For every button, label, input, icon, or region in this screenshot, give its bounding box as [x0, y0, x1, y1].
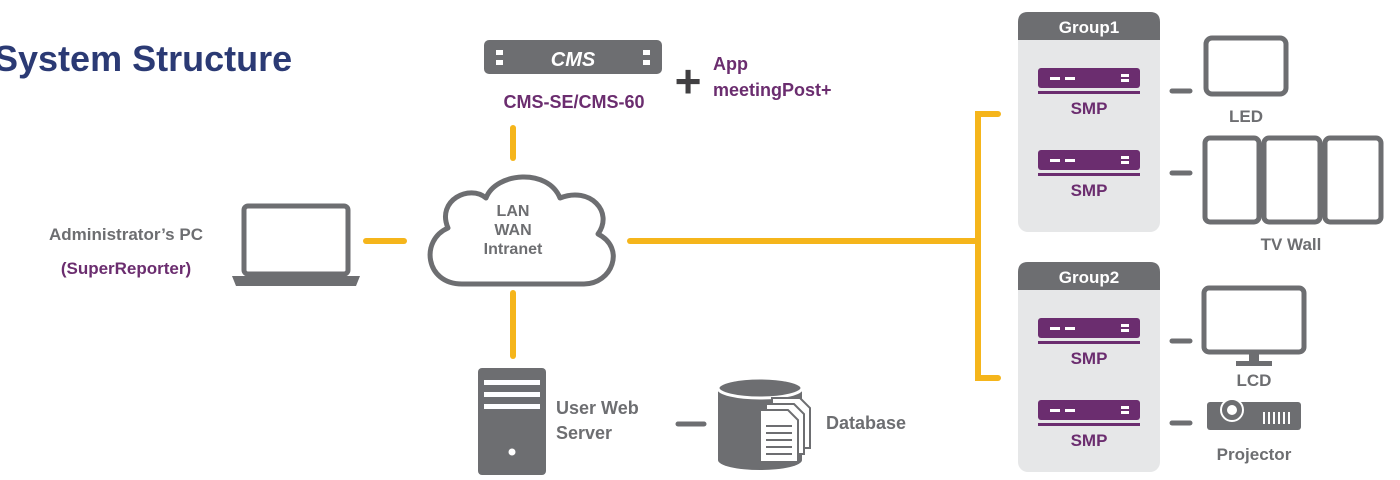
network-lan-label: LAN	[497, 203, 530, 220]
tv-wall-icon	[1202, 135, 1384, 225]
cloud-icon	[427, 174, 616, 287]
smp-label: SMP	[1071, 431, 1108, 450]
web-server-label-line1: User Web	[556, 398, 639, 418]
laptop-icon	[232, 203, 360, 286]
led-display-icon	[1203, 35, 1289, 97]
group-1: Group1 SMP SMP	[1018, 12, 1160, 232]
database-label: Database	[826, 413, 906, 433]
lcd-label: LCD	[1237, 371, 1272, 390]
smp-label: SMP	[1071, 349, 1108, 368]
network-cloud: LAN WAN Intranet	[427, 174, 616, 287]
admin-pc-label: Administrator’s PC	[49, 225, 203, 244]
smp-player-icon	[1038, 400, 1140, 426]
projector-icon	[1207, 398, 1301, 430]
server-icon	[478, 368, 546, 475]
projector-label: Projector	[1217, 445, 1292, 464]
admin-pc-software-label: (SuperReporter)	[61, 259, 191, 278]
group-1-name: Group1	[1059, 18, 1119, 37]
smp-player-icon	[1038, 318, 1140, 344]
group-2: Group2 SMP SMP	[1018, 262, 1160, 472]
admin-pc: Administrator’s PC (SuperReporter)	[49, 203, 360, 286]
document-stack-icon	[759, 397, 811, 463]
cms-device-label: CMS	[551, 49, 596, 71]
network-wan-label: WAN	[494, 222, 531, 239]
group-1-header	[1018, 12, 1160, 40]
display-links	[1169, 88, 1193, 426]
smp-player-icon	[1038, 150, 1140, 176]
smp-label: SMP	[1071, 99, 1108, 118]
app-name-label: meetingPost+	[713, 80, 832, 100]
plus-sign: +	[675, 55, 702, 107]
network-intranet-label: Intranet	[484, 241, 543, 258]
page-title: System Structure	[0, 38, 292, 79]
app-label: App	[713, 54, 748, 74]
led-label: LED	[1229, 107, 1263, 126]
tv-wall-label: TV Wall	[1261, 235, 1322, 254]
group-2-name: Group2	[1059, 268, 1119, 287]
cms-model-label: CMS-SE/CMS-60	[503, 92, 644, 112]
link-group-bracket	[975, 111, 1001, 381]
lcd-monitor-icon	[1201, 285, 1307, 366]
smp-player-icon	[1038, 68, 1140, 94]
cms-device: CMS	[484, 40, 662, 74]
network-links	[363, 111, 1001, 381]
web-server: User Web Server	[478, 368, 639, 475]
group-2-header	[1018, 262, 1160, 290]
group-1-panel	[1018, 12, 1160, 232]
web-server-label-line2: Server	[556, 423, 612, 443]
smp-label: SMP	[1071, 181, 1108, 200]
database: Database	[716, 376, 906, 470]
